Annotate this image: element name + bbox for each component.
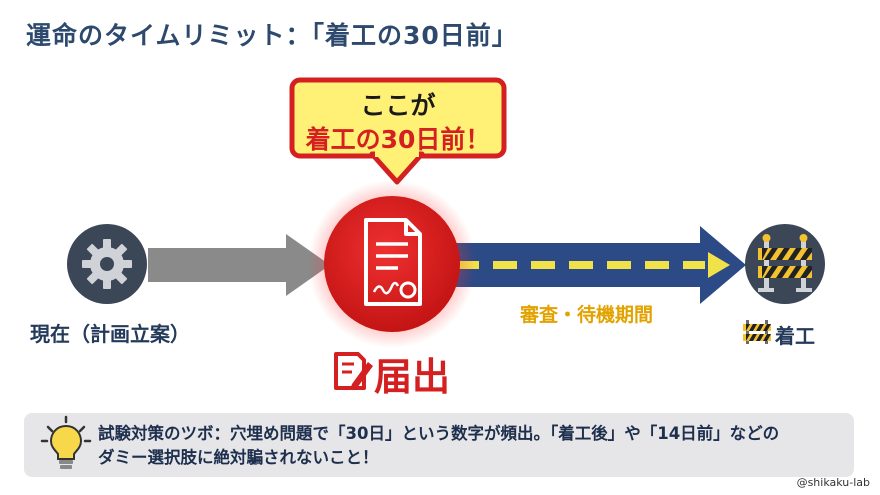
gray-arrow [148, 234, 330, 296]
submit-label: 届出 [374, 355, 451, 399]
period-label: 審査・待機期間 [520, 304, 654, 326]
edit-document-icon [334, 352, 373, 390]
construction-barrier-icon [758, 234, 812, 292]
submit-node [308, 180, 476, 348]
callout-line2: 着工の30日前！ [305, 125, 491, 154]
blue-arrow [440, 226, 746, 304]
now-label: 現在（計画立案） [30, 322, 190, 346]
start-label: 着工 [775, 324, 815, 348]
tip-line1: 試験対策のツボ：穴埋め問題で「30日」という数字が頻出。「着工後」や「14日前」… [98, 424, 780, 443]
construction-small-icon [743, 320, 771, 344]
lightbulb-icon [40, 415, 92, 469]
gear-icon [82, 239, 132, 289]
credit: @shikaku-lab [796, 476, 870, 489]
tip-line2: ダミー選択肢に絶対騙されないこと！ [98, 448, 379, 467]
callout: ここが 着工の30日前！ [292, 80, 504, 156]
callout-box [289, 77, 507, 185]
callout-line1: ここが [360, 91, 436, 120]
construction-node [745, 224, 825, 304]
page-title: 運命のタイムリミット：「着工の30日前」 [26, 21, 518, 50]
gear-node [67, 224, 147, 304]
tip-box: 試験対策のツボ：穴埋め問題で「30日」という数字が頻出。「着工後」や「14日前」… [24, 413, 854, 477]
tip-text: 試験対策のツボ：穴埋め問題で「30日」という数字が頻出。「着工後」や「14日前」… [98, 422, 848, 470]
document-icon [364, 218, 422, 306]
